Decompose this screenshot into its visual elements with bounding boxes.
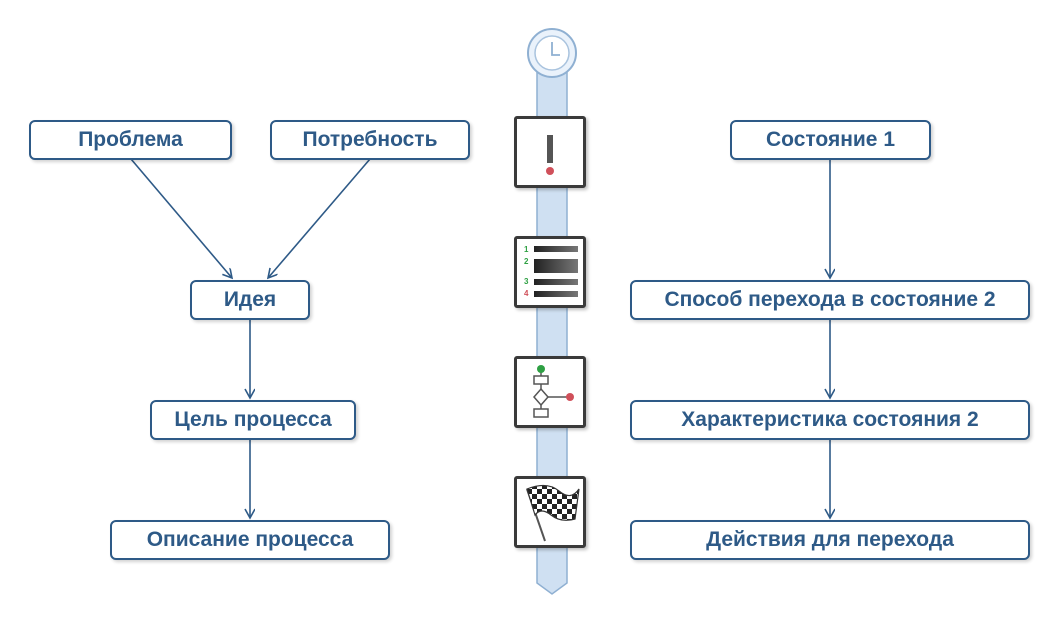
node-problem[interactable]: Проблема (29, 120, 232, 160)
node-state-1[interactable]: Состояние 1 (730, 120, 931, 160)
list-number-4: 4 (524, 289, 529, 298)
arrow-need-to-idea (268, 158, 371, 278)
list-number-3: 3 (524, 277, 529, 286)
exclamation-icon (514, 116, 586, 188)
flowchart-icon (514, 356, 586, 428)
node-state-2-characteristics[interactable]: Характеристика состояния 2 (630, 400, 1030, 440)
node-idea[interactable]: Идея (190, 280, 310, 320)
numbered-list-icon: 1 2 3 4 (514, 236, 586, 308)
node-transition-method[interactable]: Способ перехода в состояние 2 (630, 280, 1030, 320)
list-number-1: 1 (524, 245, 529, 254)
arrow-problem-to-idea (130, 158, 232, 278)
node-transition-actions[interactable]: Действия для перехода (630, 520, 1030, 560)
checkered-flag-icon (514, 476, 586, 548)
clock-icon (527, 28, 577, 78)
node-process-goal[interactable]: Цель процесса (150, 400, 356, 440)
node-need[interactable]: Потребность (270, 120, 470, 160)
node-process-description[interactable]: Описание процесса (110, 520, 390, 560)
list-number-2: 2 (524, 257, 529, 266)
